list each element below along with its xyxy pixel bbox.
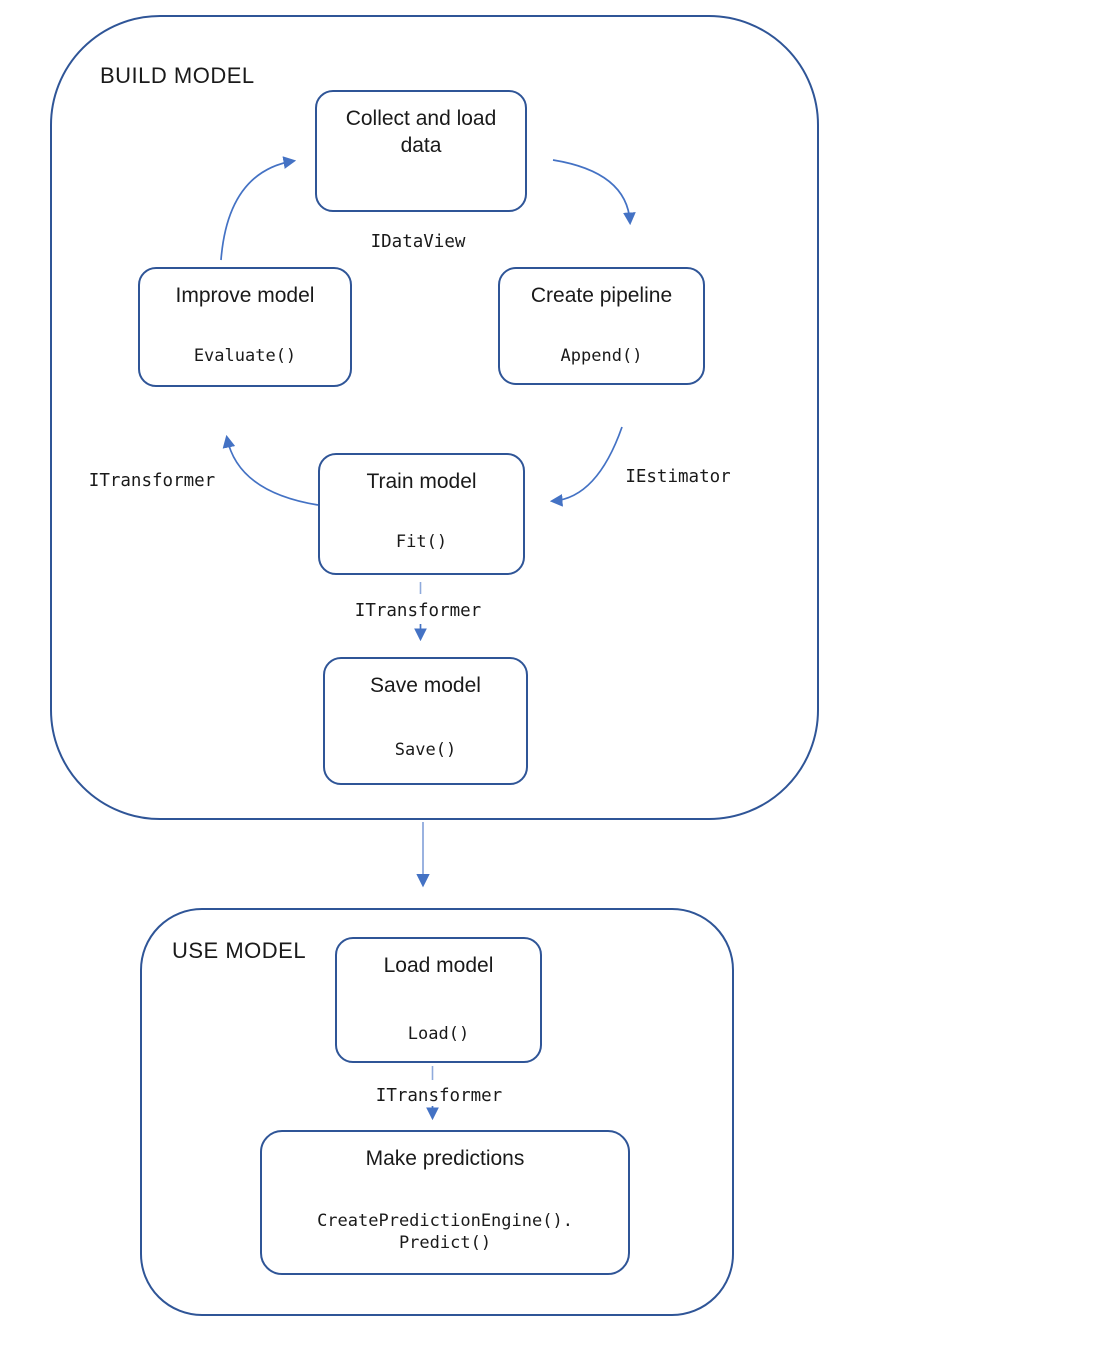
edge-label-itransformer-use: ITransformer xyxy=(375,1086,503,1106)
node-create-pipeline: Create pipeline Append() xyxy=(498,267,705,385)
edge-label-iestimator: IEstimator xyxy=(625,467,731,487)
node-load-model: Load model Load() xyxy=(335,937,542,1063)
edge-label-itransformer-save: ITransformer xyxy=(354,601,482,621)
node-code: Append() xyxy=(560,346,643,366)
node-save-model: Save model Save() xyxy=(323,657,528,785)
use-model-label: USE MODEL xyxy=(172,938,307,963)
build-model-container xyxy=(50,15,819,820)
node-code: Fit() xyxy=(395,532,448,552)
edge-label-itransformer-loop: ITransformer xyxy=(88,471,216,491)
edge-label-idataview: IDataView xyxy=(370,232,466,252)
use-model-container xyxy=(140,908,734,1316)
node-title: Train model xyxy=(366,470,477,493)
node-title: Create pipeline xyxy=(530,284,673,307)
node-train-model: Train model Fit() xyxy=(318,453,525,575)
node-code: Load() xyxy=(407,1024,470,1044)
node-improve-model: Improve model Evaluate() xyxy=(138,267,352,387)
node-code-line2: Predict() xyxy=(398,1233,492,1253)
node-title: Load model xyxy=(383,954,494,977)
node-title: Collect and load data xyxy=(345,107,497,157)
node-make-predictions: Make predictions CreatePredictionEngine(… xyxy=(260,1130,630,1275)
node-title: Save model xyxy=(370,674,481,697)
node-title: Improve model xyxy=(175,284,315,307)
node-title: Make predictions xyxy=(365,1147,525,1170)
node-code-line1: CreatePredictionEngine(). xyxy=(317,1211,573,1231)
node-collect-and-load-data: Collect and load data xyxy=(315,90,527,212)
build-model-label: BUILD MODEL xyxy=(100,63,255,88)
node-code: Save() xyxy=(394,740,457,760)
node-code: Evaluate() xyxy=(193,346,297,366)
